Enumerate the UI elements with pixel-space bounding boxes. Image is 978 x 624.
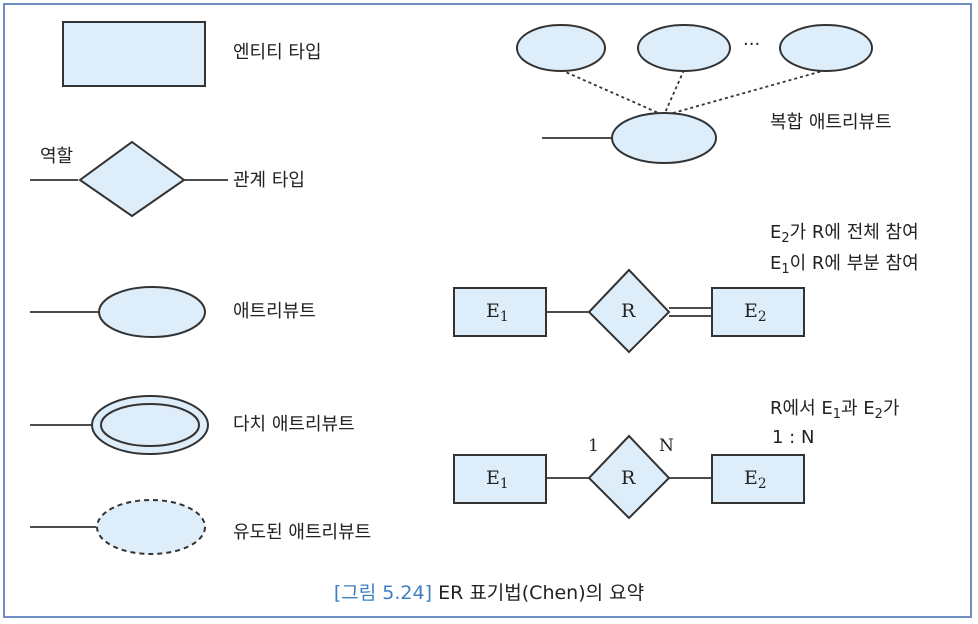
composite-child-attribute-3 [779,24,873,72]
multivalued-attribute-label: 다치 애트리뷰트 [233,414,355,435]
attribute-symbol [98,286,206,338]
composite-link-3 [665,69,827,116]
figure-caption: [그림 5.24] ER 표기법(Chen)의 요약 [0,584,978,603]
figure-title: ER 표기법(Chen)의 요약 [438,582,645,604]
multivalued-attribute-inner [100,403,200,447]
composite-child-attribute-2 [637,24,731,72]
cardinality-relation-r [587,434,671,520]
cardinality-e2-text: E2 [744,467,767,493]
attribute-label: 애트리뷰트 [233,301,316,322]
participation-relation-r [587,268,671,354]
participation-entity-e2 [711,287,805,337]
composite-link-1 [560,69,664,116]
role-label: 역할 [40,146,74,167]
partial-participation-note: E1이 R에 부분 참여 [770,253,919,277]
relationship-type-label: 관계 타입 [233,170,305,191]
cardinality-note-line2: 1 : N [772,427,815,448]
cardinality-entity-e1 [453,454,547,504]
cardinality-entity-e2 [711,454,805,504]
composite-link-2 [663,69,685,116]
cardinality-r-text: R [621,467,636,489]
participation-e1-text: E1 [486,300,509,326]
participation-r-text: R [621,300,636,322]
cardinality-note-line1: R에서 E1과 E2가 [770,398,900,422]
composite-child-attribute-1 [516,24,606,72]
participation-e2-text: E2 [744,300,767,326]
composite-attribute-label: 복합 애트리뷰트 [770,112,892,133]
derived-attribute-label: 유도된 애트리뷰트 [233,522,372,543]
figure-number: [그림 5.24] [333,582,433,604]
derived-attribute-symbol [96,499,206,555]
composite-parent-attribute [611,112,717,164]
total-participation-note: E2가 R에 전체 참여 [770,222,919,246]
entity-type-label: 엔티티 타입 [233,42,322,63]
relationship-type-symbol [78,140,186,218]
cardinality-e1-text: E1 [486,467,509,493]
cardinality-one-label: 1 [588,436,599,456]
ellipsis-label: ··· [743,34,761,55]
cardinality-n-label: N [659,436,674,456]
entity-type-symbol [62,21,206,87]
